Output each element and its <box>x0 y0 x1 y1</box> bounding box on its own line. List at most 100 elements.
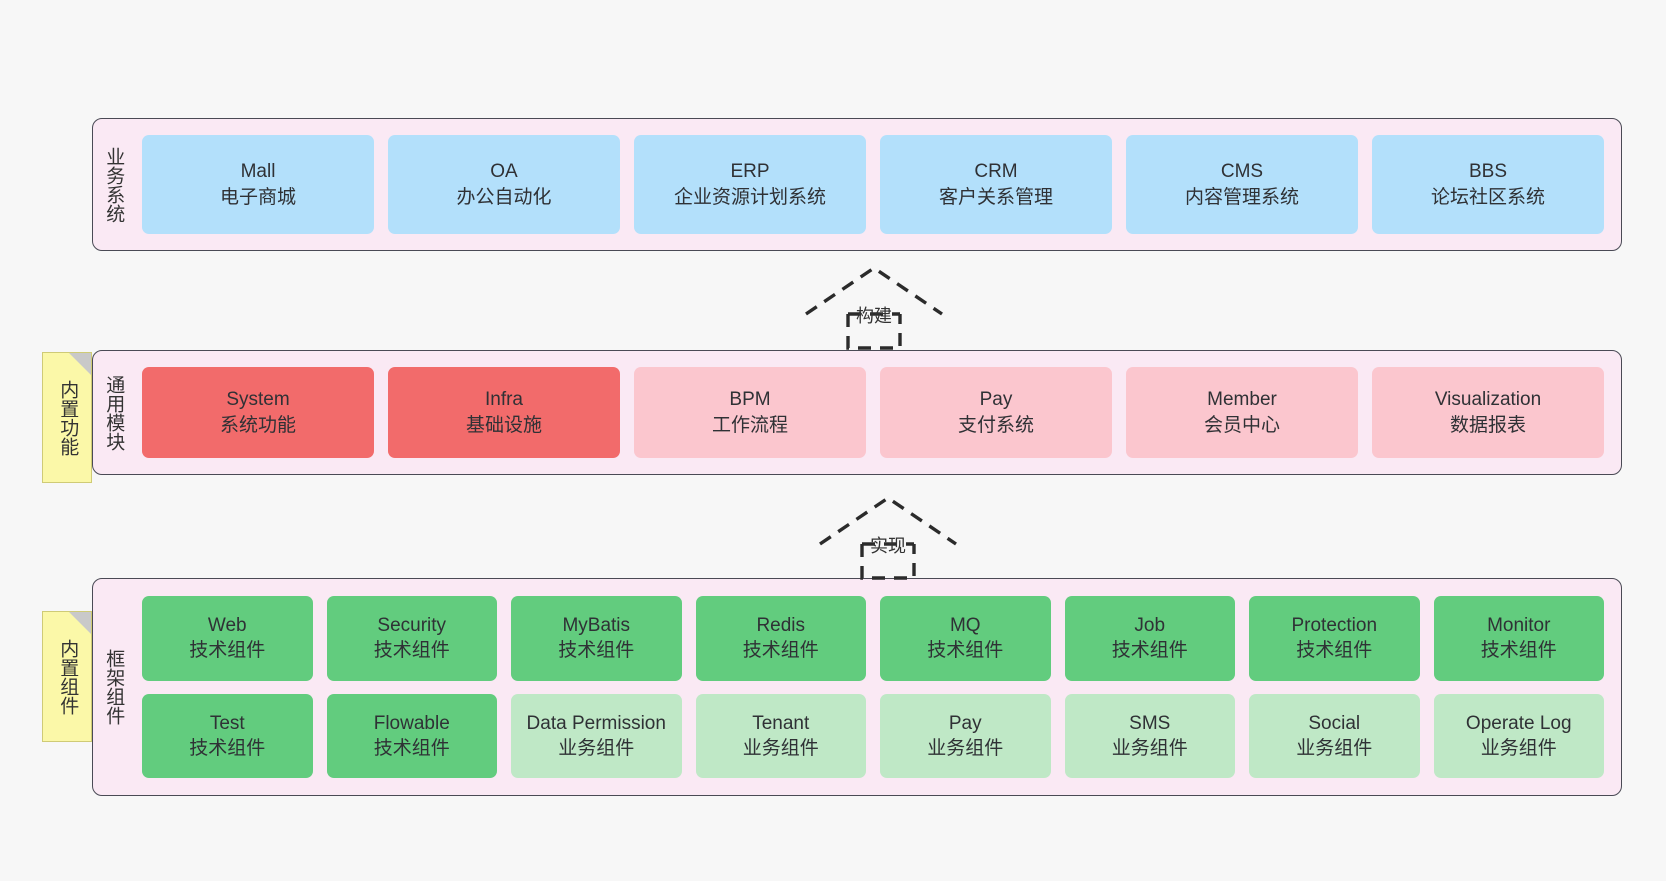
connector-implement: 实现 <box>814 492 962 580</box>
component-pay[interactable]: Pay 业务组件 <box>880 693 1051 778</box>
connector-implement-label: 实现 <box>870 536 906 556</box>
note-fold-corner <box>69 353 91 375</box>
module-name: CMS <box>1220 161 1264 183</box>
component-job[interactable]: Job 技术组件 <box>1064 596 1235 681</box>
module-desc: 数据报表 <box>1449 414 1526 436</box>
layer-items-framework-components: Web 技术组件 Security 技术组件 MyBatis 技术组件 Redi… <box>133 579 1621 795</box>
component-name: Flowable <box>373 712 450 734</box>
component-desc: 技术组件 <box>558 640 635 662</box>
module-desc: 内容管理系统 <box>1184 186 1299 208</box>
component-redis[interactable]: Redis 技术组件 <box>695 596 866 681</box>
note-builtin-components: 内置组件 <box>42 611 92 742</box>
layer-framework-components: 框架组件 Web 技术组件 Security 技术组件 MyBatis 技术组件… <box>92 578 1622 796</box>
component-security[interactable]: Security 技术组件 <box>326 596 497 681</box>
component-name: Social <box>1308 712 1361 734</box>
module-cms[interactable]: CMS 内容管理系统 <box>1126 135 1358 234</box>
component-flowable[interactable]: Flowable 技术组件 <box>326 693 497 778</box>
component-name: Redis <box>756 615 806 637</box>
component-desc: 技术组件 <box>742 640 819 662</box>
component-name: Security <box>377 615 447 637</box>
component-desc: 技术组件 <box>373 737 450 759</box>
note-fold-corner <box>69 612 91 634</box>
module-mall[interactable]: Mall 电子商城 <box>142 135 374 234</box>
component-desc: 技术组件 <box>189 737 266 759</box>
component-desc: 技术组件 <box>189 640 266 662</box>
component-name: Monitor <box>1487 615 1551 637</box>
component-desc: 业务组件 <box>1296 737 1373 759</box>
module-desc: 办公自动化 <box>456 186 552 208</box>
note-builtin-features: 内置功能 <box>42 352 92 483</box>
component-social[interactable]: Social 业务组件 <box>1249 693 1420 778</box>
component-name: Tenant <box>752 712 810 734</box>
module-erp[interactable]: ERP 企业资源计划系统 <box>634 135 866 234</box>
component-monitor[interactable]: Monitor 技术组件 <box>1433 596 1604 681</box>
component-name: Test <box>209 712 245 734</box>
module-name: Member <box>1207 389 1277 411</box>
component-sms[interactable]: SMS 业务组件 <box>1064 693 1235 778</box>
component-desc: 技术组件 <box>1480 640 1557 662</box>
component-desc: 业务组件 <box>927 737 1004 759</box>
layer-title-framework-components: 框架组件 <box>103 649 125 725</box>
connector-build-label: 构建 <box>856 306 892 326</box>
layer-common-modules: 通用模块 System 系统功能 Infra 基础设施 BPM 工作流程 Pay… <box>92 350 1622 475</box>
module-desc: 基础设施 <box>465 414 542 436</box>
framework-row-business: Test 技术组件 Flowable 技术组件 Data Permission … <box>142 693 1604 778</box>
component-name: SMS <box>1129 712 1171 734</box>
layer-title-common-modules: 通用模块 <box>103 374 125 451</box>
module-name: Pay <box>979 389 1013 411</box>
component-desc: 技术组件 <box>1296 640 1373 662</box>
connector-build: 构建 <box>800 262 948 350</box>
component-name: Protection <box>1291 615 1378 637</box>
framework-row-technical: Web 技术组件 Security 技术组件 MyBatis 技术组件 Redi… <box>142 596 1604 681</box>
module-name: BPM <box>729 389 771 411</box>
component-tenant[interactable]: Tenant 业务组件 <box>695 693 866 778</box>
component-name: Web <box>207 615 247 637</box>
component-operate-log[interactable]: Operate Log 业务组件 <box>1433 693 1604 778</box>
component-desc: 业务组件 <box>742 737 819 759</box>
layer-business-systems: 业务系统 Mall 电子商城 OA 办公自动化 ERP 企业资源计划系统 CRM… <box>92 118 1622 251</box>
component-mq[interactable]: MQ 技术组件 <box>880 596 1051 681</box>
module-bbs[interactable]: BBS 论坛社区系统 <box>1372 135 1604 234</box>
component-data-permission[interactable]: Data Permission 业务组件 <box>511 693 682 778</box>
layer-items-common-modules: System 系统功能 Infra 基础设施 BPM 工作流程 Pay 支付系统… <box>133 351 1621 474</box>
module-name: Mall <box>240 161 276 183</box>
component-protection[interactable]: Protection 技术组件 <box>1249 596 1420 681</box>
module-desc: 工作流程 <box>711 414 788 436</box>
module-crm[interactable]: CRM 客户关系管理 <box>880 135 1112 234</box>
module-name: BBS <box>1468 161 1508 183</box>
module-member[interactable]: Member 会员中心 <box>1126 367 1358 458</box>
module-desc: 电子商城 <box>219 186 296 208</box>
module-name: Visualization <box>1434 389 1542 411</box>
module-desc: 支付系统 <box>957 414 1034 436</box>
module-bpm[interactable]: BPM 工作流程 <box>634 367 866 458</box>
layer-title-business-systems: 业务系统 <box>103 146 125 223</box>
module-pay[interactable]: Pay 支付系统 <box>880 367 1112 458</box>
module-infra[interactable]: Infra 基础设施 <box>388 367 620 458</box>
note-label: 内置功能 <box>57 379 79 456</box>
component-desc: 技术组件 <box>927 640 1004 662</box>
component-name: Pay <box>948 712 982 734</box>
component-name: Data Permission <box>526 712 666 734</box>
module-desc: 会员中心 <box>1203 414 1280 436</box>
note-label: 内置组件 <box>57 638 79 715</box>
component-name: Job <box>1134 615 1166 637</box>
component-name: MyBatis <box>562 615 631 637</box>
module-visualization[interactable]: Visualization 数据报表 <box>1372 367 1604 458</box>
component-name: Operate Log <box>1465 712 1572 734</box>
component-desc: 业务组件 <box>1480 737 1557 759</box>
module-name: ERP <box>730 161 770 183</box>
module-desc: 企业资源计划系统 <box>673 186 826 208</box>
component-web[interactable]: Web 技术组件 <box>142 596 313 681</box>
module-name: OA <box>490 161 518 183</box>
component-test[interactable]: Test 技术组件 <box>142 693 313 778</box>
component-desc: 业务组件 <box>1111 737 1188 759</box>
module-oa[interactable]: OA 办公自动化 <box>388 135 620 234</box>
component-desc: 业务组件 <box>558 737 635 759</box>
module-name: System <box>226 389 290 411</box>
module-system[interactable]: System 系统功能 <box>142 367 374 458</box>
component-desc: 技术组件 <box>1111 640 1188 662</box>
component-mybatis[interactable]: MyBatis 技术组件 <box>511 596 682 681</box>
module-name: Infra <box>484 389 524 411</box>
layer-items-business-systems: Mall 电子商城 OA 办公自动化 ERP 企业资源计划系统 CRM 客户关系… <box>133 119 1621 250</box>
